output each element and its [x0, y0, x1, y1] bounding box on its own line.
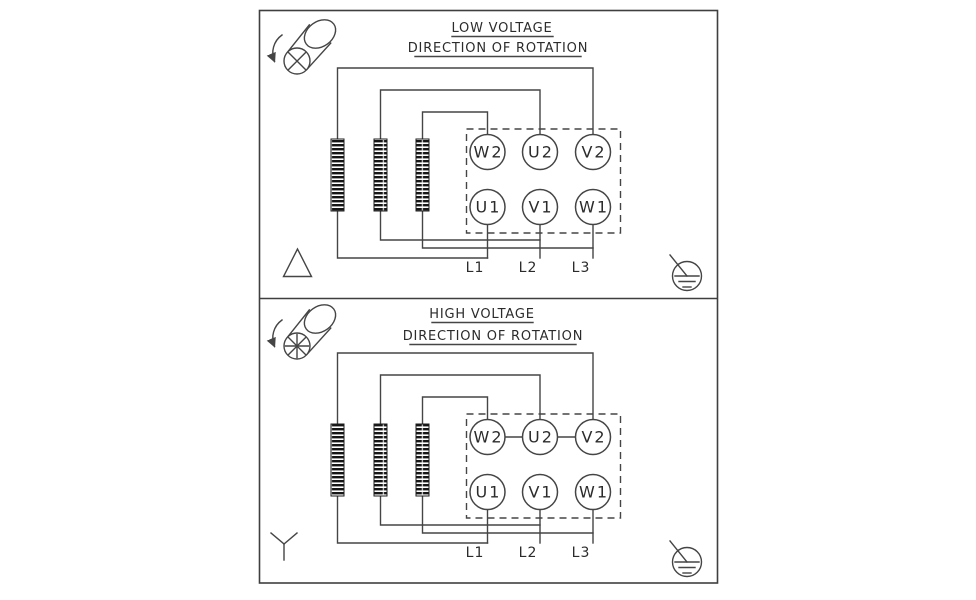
wire-inner-bottom — [421, 495, 594, 534]
panel-title: HIGH VOLTAGE — [429, 307, 534, 322]
wire-outer-top — [336, 67, 594, 140]
winding-bar — [373, 138, 388, 212]
ground-icon — [669, 254, 703, 292]
winding-bar — [373, 423, 388, 497]
wire-inner-bottom — [421, 210, 594, 249]
motor-body-line — [286, 308, 311, 339]
wire-middle-bottom — [379, 210, 541, 241]
terminal-label: W2 — [474, 143, 504, 162]
terminal-label: U1 — [476, 198, 502, 217]
terminal-w2 — [469, 418, 506, 456]
supply-label-l3: L3 — [572, 545, 591, 561]
ground-icon — [669, 540, 703, 578]
panel-subtitle: DIRECTION OF ROTATION — [403, 329, 584, 344]
wye-arm — [270, 532, 285, 545]
panel-title: LOW VOLTAGE — [451, 21, 552, 36]
terminal-u2 — [521, 418, 559, 456]
terminal-board: W2 U2 V2 U1 V1 W1 — [465, 128, 622, 234]
panel-low-voltage: LOW VOLTAGE DIRECTION OF ROTATION — [266, 19, 703, 292]
motor-body-line — [305, 42, 332, 71]
terminal-label: U2 — [528, 143, 554, 162]
wire-outer-bottom — [336, 495, 489, 544]
shaft-cross-mark — [287, 51, 307, 71]
supply-label-l1: L1 — [466, 260, 485, 276]
wire-inner-top — [421, 396, 489, 425]
ground-circle — [671, 260, 703, 292]
terminal-w1 — [574, 473, 612, 511]
wye-connection-icon — [270, 532, 298, 561]
terminal-label: V2 — [581, 428, 606, 447]
winding-bar — [330, 138, 345, 212]
terminal-board-outline — [465, 413, 622, 519]
terminal-v1 — [521, 473, 559, 511]
winding-wires — [336, 67, 594, 259]
terminal-u2 — [521, 133, 559, 171]
terminal-label: V1 — [528, 198, 553, 217]
terminal-w1 — [574, 188, 612, 226]
terminal-board: W2 U2 V2 U1 V1 W1 — [465, 413, 622, 519]
motor-body-end — [303, 19, 337, 49]
winding-bars — [330, 138, 430, 212]
wire-middle-top — [379, 89, 541, 140]
terminal-board-outline — [465, 128, 622, 234]
wire-inner-top — [421, 111, 489, 140]
motor-rotation-icon — [266, 304, 337, 360]
terminal-w2 — [469, 133, 506, 171]
terminal-label: W2 — [474, 428, 504, 447]
terminal-label: V1 — [528, 483, 553, 502]
rotation-arrow — [266, 34, 283, 63]
panel-high-voltage: HIGH VOLTAGE DIRECTION OF ROTATION — [266, 304, 703, 578]
winding-wires — [336, 352, 594, 544]
terminal-v2 — [574, 133, 612, 171]
rotation-arrow — [266, 319, 283, 348]
ground-circle — [671, 546, 703, 578]
supply-label-l3: L3 — [572, 260, 591, 276]
terminal-label: U2 — [528, 428, 554, 447]
winding-bars — [330, 423, 430, 497]
wire-middle-top — [379, 374, 541, 425]
terminal-label: W1 — [579, 483, 609, 502]
terminal-v1 — [521, 188, 559, 226]
terminal-u1 — [469, 473, 506, 511]
panel-subtitle: DIRECTION OF ROTATION — [408, 41, 589, 56]
motor-body-line — [286, 23, 311, 54]
terminal-u1 — [469, 188, 506, 226]
terminal-label: W1 — [579, 198, 609, 217]
delta-connection-icon — [282, 247, 313, 278]
motor-rotation-icon — [266, 19, 337, 75]
winding-bar — [415, 423, 430, 497]
motor-body-line — [305, 327, 332, 356]
supply-line-labels: L1 L2 L3 — [466, 260, 591, 276]
winding-bar — [415, 138, 430, 212]
wire-outer-bottom — [336, 210, 489, 259]
motor-body-end — [303, 304, 337, 334]
supply-label-l2: L2 — [519, 260, 538, 276]
terminal-label: U1 — [476, 483, 502, 502]
wye-arm — [283, 532, 298, 545]
supply-label-l1: L1 — [466, 545, 485, 561]
ground-lead — [669, 540, 688, 563]
winding-bar — [330, 423, 345, 497]
ground-lead — [669, 254, 688, 277]
terminal-label: V2 — [581, 143, 606, 162]
wire-outer-top — [336, 352, 594, 425]
supply-label-l2: L2 — [519, 545, 538, 561]
terminal-v2 — [574, 418, 612, 456]
supply-line-labels: L1 L2 L3 — [466, 545, 591, 561]
wire-middle-bottom — [379, 495, 541, 526]
diagram-frame — [258, 9, 719, 584]
